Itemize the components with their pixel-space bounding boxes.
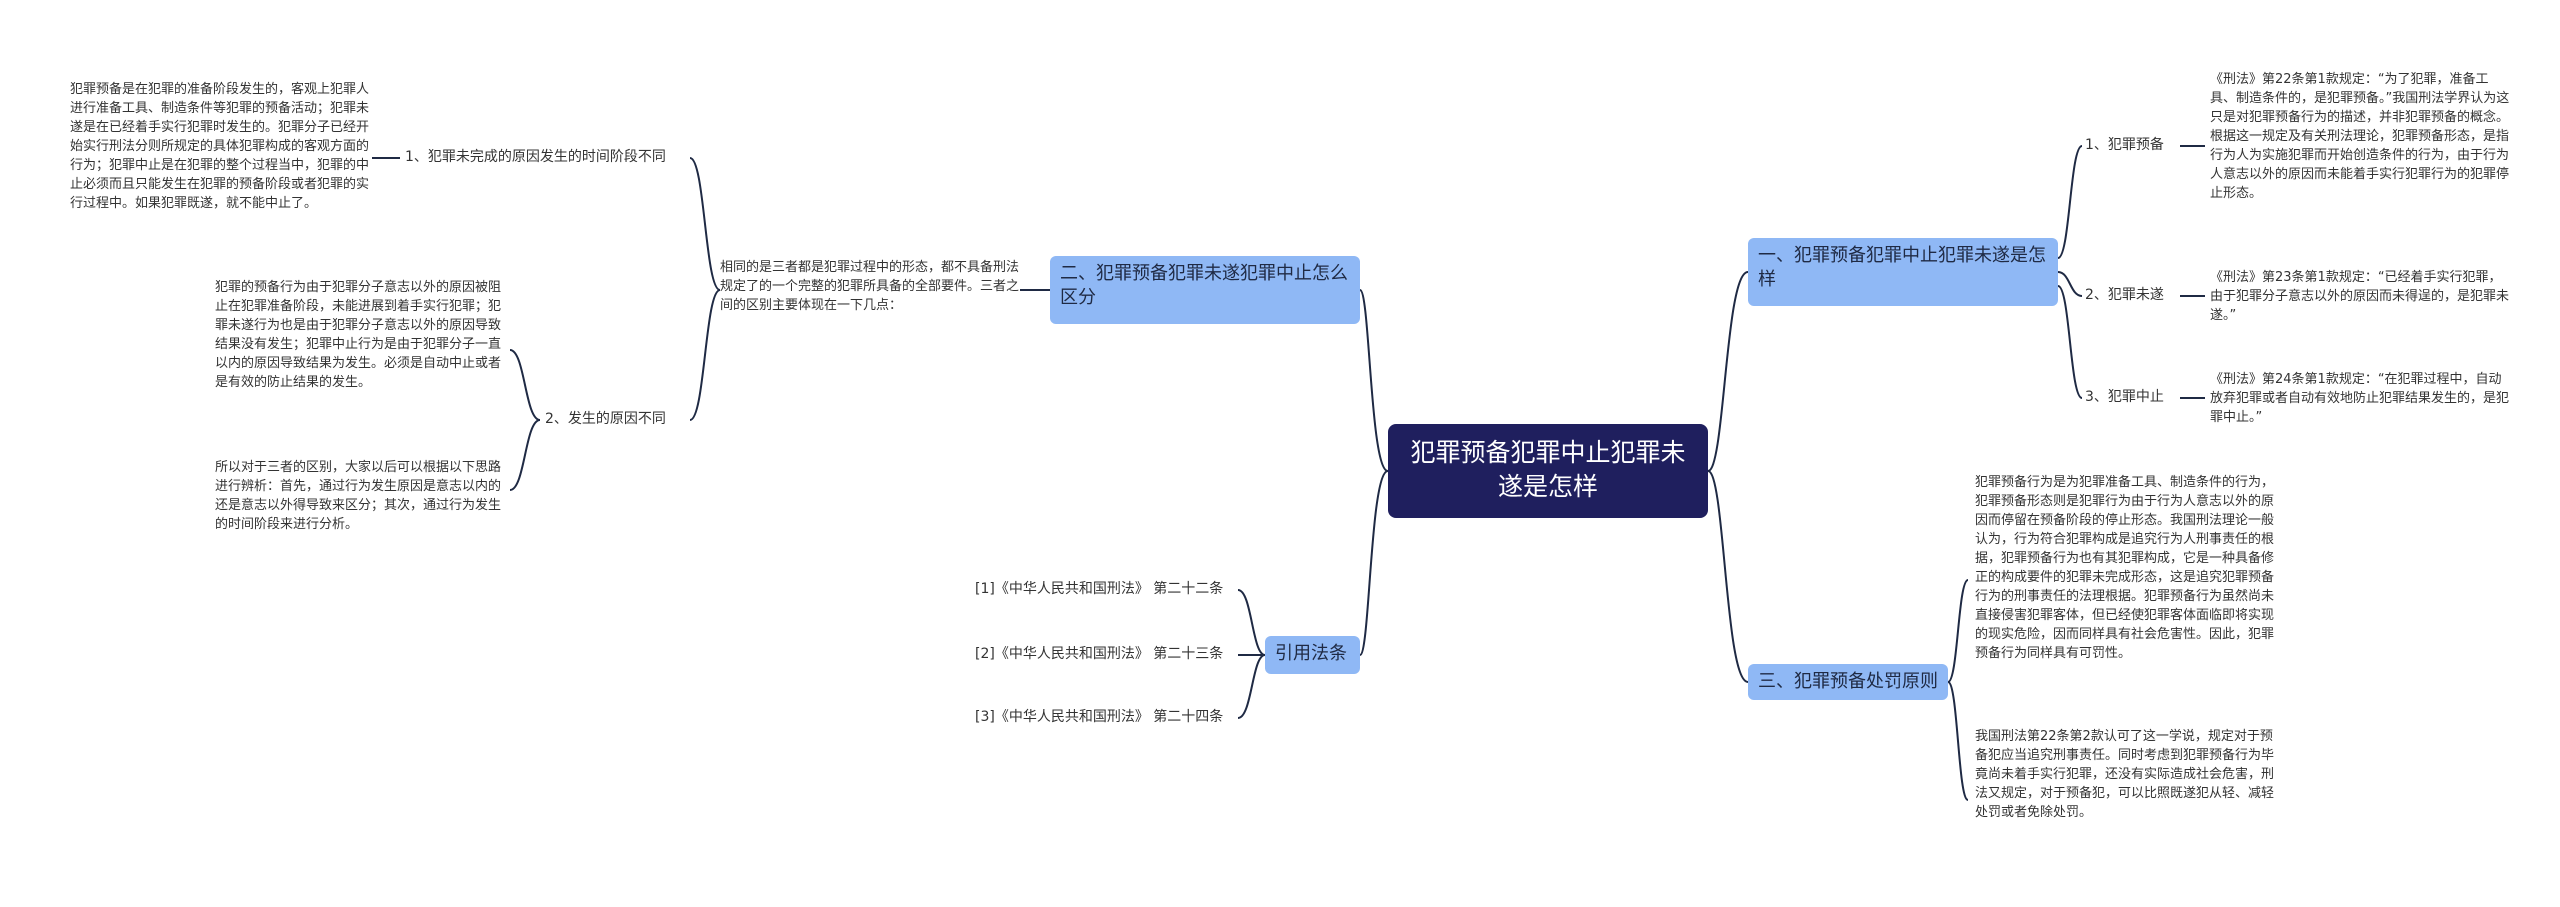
- link-item2-lefttext1: [509, 349, 541, 421]
- cite-label: 引用法条: [1275, 643, 1347, 664]
- link-intro-item2: [689, 289, 721, 421]
- item-label: 1、犯罪预备: [2085, 137, 2164, 153]
- cite-item-3[interactable]: [3]《中华人民共和国刑法》 第二十四条: [975, 709, 1224, 725]
- link-b3-text1: [1947, 579, 1969, 683]
- link-b3-text2: [1947, 681, 1969, 801]
- branch-2-node[interactable]: 二、犯罪预备犯罪未遂犯罪中止怎么区分: [1050, 256, 1360, 324]
- branch-1-item-3-text: 《刑法》第24条第1款规定：“在犯罪过程中，自动放弃犯罪或者自动有效地防止犯罪结…: [2210, 372, 2510, 425]
- link-cite-item1: [1237, 589, 1266, 656]
- link-cite-item3: [1237, 654, 1266, 719]
- branch-2-intro-text: 相同的是三者都是犯罪过程中的形态，都不具备刑法规定了的一个完整的犯罪所具备的全部…: [720, 260, 1020, 313]
- branch-2-item-2[interactable]: 2、发生的原因不同: [545, 410, 666, 428]
- link-root-b2: [1359, 289, 1389, 472]
- root-node[interactable]: 犯罪预备犯罪中止犯罪未遂是怎样: [1388, 424, 1708, 518]
- item-label: 3、犯罪中止: [2085, 389, 2164, 405]
- branch-3-node[interactable]: 三、犯罪预备处罚原则: [1748, 664, 1948, 700]
- branch-2-label: 二、犯罪预备犯罪未遂犯罪中止怎么区分: [1060, 263, 1348, 308]
- link-b1-item2: [2057, 271, 2083, 297]
- branch-3-label: 三、犯罪预备处罚原则: [1758, 671, 1938, 692]
- branch-1-item-2[interactable]: 2、犯罪未遂: [2085, 286, 2164, 304]
- branch-1-item-1[interactable]: 1、犯罪预备: [2085, 136, 2164, 154]
- branch-2-item-1[interactable]: 1、犯罪未完成的原因发生的时间阶段不同: [405, 148, 666, 166]
- item-label: 2、犯罪未遂: [2085, 287, 2164, 303]
- branch-3-text-2: 我国刑法第22条第2款认可了这一学说，规定对于预备犯应当追究刑事责任。同时考虑到…: [1975, 729, 2275, 820]
- cite-item-1[interactable]: [1]《中华人民共和国刑法》 第二十二条: [975, 581, 1224, 597]
- branch-3-text-1: 犯罪预备行为是为犯罪准备工具、制造条件的行为，犯罪预备形态则是犯罪行为由于行为人…: [1975, 475, 2275, 661]
- cite-item-2[interactable]: [2]《中华人民共和国刑法》 第二十三条: [975, 646, 1224, 662]
- link-root-cite: [1359, 470, 1389, 656]
- item-label: 1、犯罪未完成的原因发生的时间阶段不同: [405, 149, 666, 165]
- branch-1-item-1-text: 《刑法》第22条第1款规定：“为了犯罪，准备工具、制造条件的，是犯罪预备。”我国…: [2210, 72, 2510, 201]
- branch-2-item-2-text-2: 所以对于三者的区别，大家以后可以根据以下思路进行辨析：首先，通过行为发生原因是意…: [215, 460, 502, 532]
- branch-1-label: 一、犯罪预备犯罪中止犯罪未遂是怎样: [1758, 245, 2046, 290]
- branch-2-item-1-text: 犯罪预备是在犯罪的准备阶段发生的，客观上犯罪人进行准备工具、制造条件等犯罪的预备…: [70, 82, 370, 211]
- link-b1-item3: [2057, 285, 2083, 399]
- link-root-b1: [1707, 271, 1749, 472]
- item-label: 2、发生的原因不同: [545, 411, 666, 427]
- link-root-b3: [1707, 470, 1749, 683]
- link-item2-lefttext2: [509, 419, 541, 491]
- branch-1-item-2-text: 《刑法》第23条第1款规定：“已经着手实行犯罪，由于犯罪分子意志以外的原因而未得…: [2210, 270, 2510, 323]
- cite-node[interactable]: 引用法条: [1265, 636, 1360, 674]
- root-label: 犯罪预备犯罪中止犯罪未遂是怎样: [1410, 438, 1686, 501]
- branch-2-item-2-text-1: 犯罪的预备行为由于犯罪分子意志以外的原因被阻止在犯罪准备阶段，未能进展到着手实行…: [215, 280, 502, 390]
- link-b1-item1: [2057, 145, 2083, 259]
- branch-1-item-3[interactable]: 3、犯罪中止: [2085, 388, 2164, 406]
- link-intro-item1: [689, 157, 721, 291]
- branch-1-node[interactable]: 一、犯罪预备犯罪中止犯罪未遂是怎样: [1748, 238, 2058, 306]
